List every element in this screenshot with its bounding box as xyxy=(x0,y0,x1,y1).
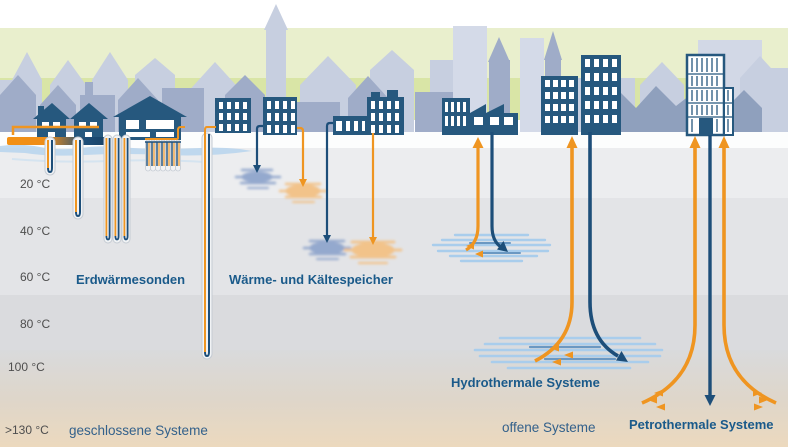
temp-label-20c: 20 °C xyxy=(20,177,51,191)
hydrothermal-deep-icon xyxy=(473,132,664,370)
ground-layers xyxy=(0,132,788,447)
temp-label-60c: 60 °C xyxy=(20,270,51,284)
label-petrothermale-systeme: Petrothermale Systeme xyxy=(629,417,774,432)
label-offene-systeme: offene Systeme xyxy=(502,420,596,435)
temp-label-40c: 40 °C xyxy=(20,224,51,238)
hydrothermal-shallow-icon xyxy=(431,132,552,263)
horizontal-collector-icon xyxy=(7,125,111,145)
temp-label-130c: >130 °C xyxy=(5,423,49,437)
temp-label-100c: 100 °C xyxy=(8,360,45,374)
label-geschlossene-systeme: geschlossene Systeme xyxy=(69,423,208,438)
temp-label-80c: 80 °C xyxy=(20,317,51,331)
label-waerme-kaeltespeicher: Wärme- und Kältespeicher xyxy=(229,272,393,287)
power-plant-building-icon xyxy=(685,53,734,137)
label-hydrothermale-systeme: Hydrothermale Systeme xyxy=(451,375,600,390)
label-erdwaermesonden: Erdwärmesonden xyxy=(76,272,186,287)
thermal-storage-icon xyxy=(234,121,403,265)
city-buildings-icon xyxy=(33,55,621,140)
petrothermal-icon xyxy=(641,135,777,411)
borehole-heat-exchangers-icon xyxy=(44,126,216,360)
